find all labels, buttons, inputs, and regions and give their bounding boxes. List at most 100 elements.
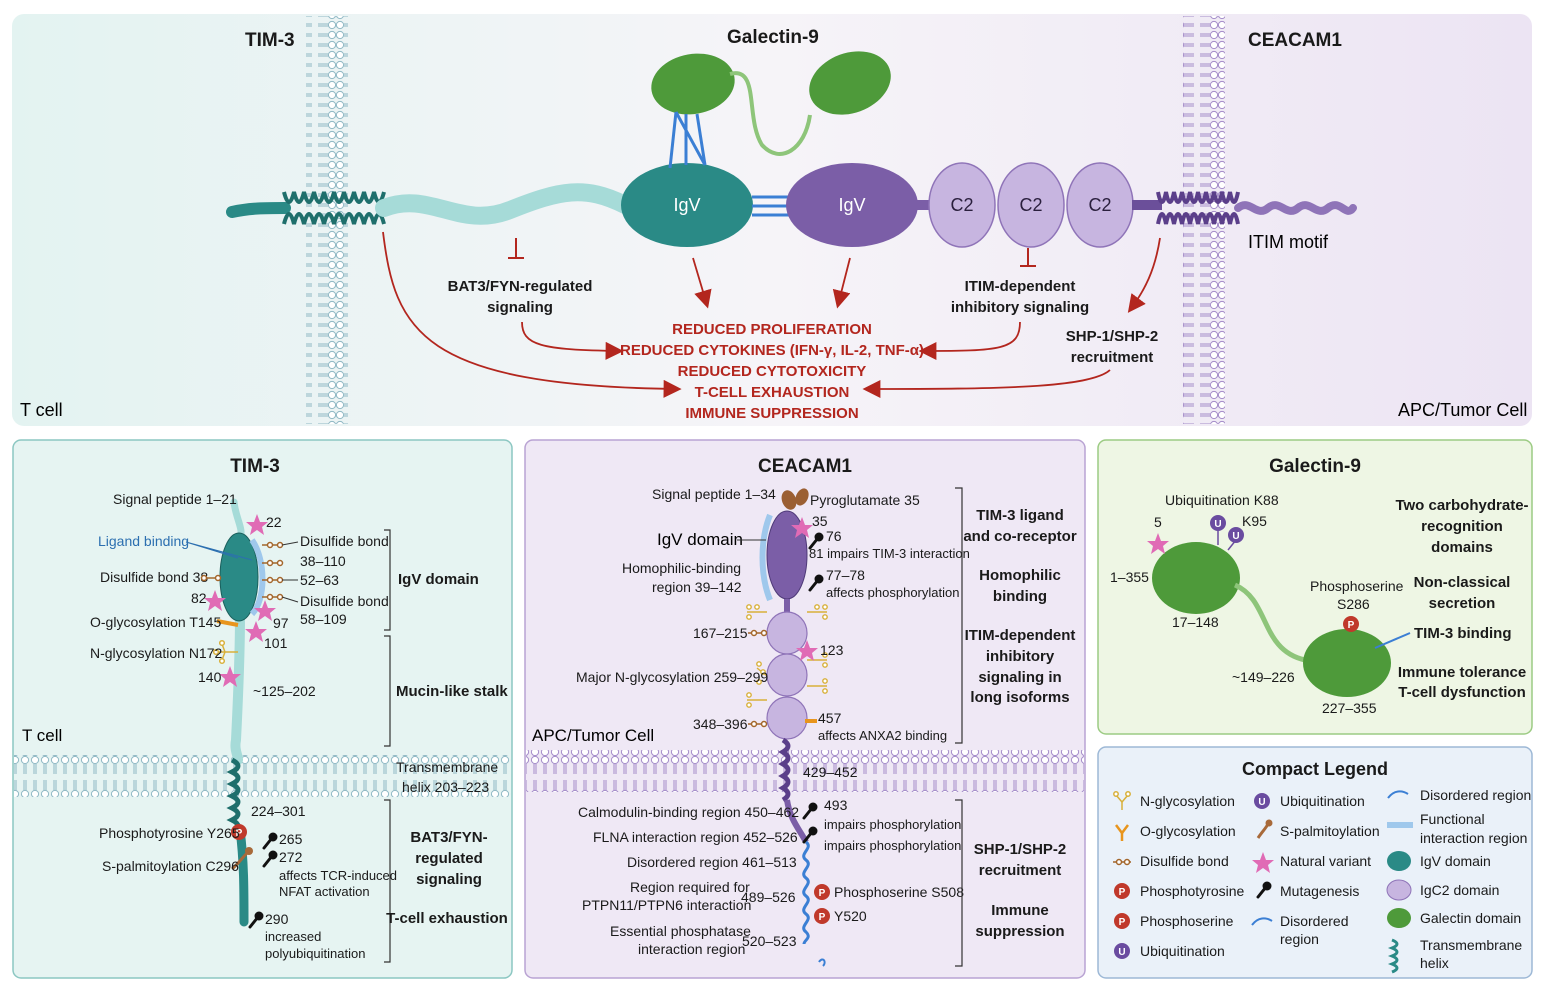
tim3-mut-272: 272 bbox=[279, 849, 303, 865]
ceacam-f3-l2: inhibitory bbox=[986, 648, 1055, 665]
igv-igv-interaction bbox=[752, 195, 790, 217]
galectin-range-227-355: 227–355 bbox=[1322, 700, 1377, 716]
ceacam-f4-l2: recruitment bbox=[979, 862, 1062, 879]
tim3-natural-variants bbox=[204, 514, 276, 687]
ceacam-f3-l3: signaling in bbox=[978, 669, 1061, 686]
galectin-tim3-binding: TIM-3 binding bbox=[1414, 625, 1511, 642]
galectin-range-1-355: 1–355 bbox=[1110, 569, 1149, 585]
itim-inhibit bbox=[1020, 248, 1036, 267]
ceacam-signal-peptide-shape bbox=[781, 490, 797, 510]
tim3-cyto-tail bbox=[226, 202, 291, 218]
ceacam-calmodulin: Calmodulin-binding region 450–462 bbox=[578, 804, 799, 820]
tim3-variant-101: 101 bbox=[264, 635, 288, 651]
tim3-mut-272-note-1: affects TCR-induced bbox=[279, 868, 397, 883]
galectin-crd-2 bbox=[809, 51, 891, 115]
ceacam-variant-35: 35 bbox=[812, 513, 828, 529]
legend-tm-l2: helix bbox=[1420, 955, 1449, 971]
top-apc-label: APC/Tumor Cell bbox=[1398, 400, 1527, 420]
ceacam-req-l2: PTPN11/PTPN6 interaction bbox=[582, 897, 751, 913]
tim3-panel-membrane bbox=[14, 755, 511, 797]
ceacam-ess-l2: interaction region bbox=[638, 941, 745, 957]
ceacam-y520: Y520 bbox=[834, 908, 867, 924]
legend-mutagenesis-icon bbox=[1256, 881, 1272, 899]
galectin-phospho-icon bbox=[1343, 616, 1359, 632]
c2-label-2: C2 bbox=[1019, 195, 1042, 215]
legend-galectin-icon bbox=[1387, 908, 1411, 928]
legend-n-glyc: N-glycosylation bbox=[1140, 793, 1235, 809]
ceacam-homophilic-l1: Homophilic-binding bbox=[622, 560, 741, 576]
c2-label-3: C2 bbox=[1088, 195, 1111, 215]
outcome-4: T-CELL EXHAUSTION bbox=[695, 384, 850, 401]
ceacam-mut-493-note2: impairs phosphorylation bbox=[824, 838, 961, 853]
outcome-1: REDUCED PROLIFERATION bbox=[672, 321, 872, 338]
ceacam-f3-l1: ITIM-dependent bbox=[965, 627, 1076, 644]
ceacam-linker bbox=[916, 200, 934, 210]
tim3-p-letter: P bbox=[236, 828, 243, 839]
ceacam-disordered: Disordered region 461–513 bbox=[627, 854, 797, 870]
tim3-bracket-igv bbox=[384, 529, 391, 631]
ceacam-panel-tm bbox=[778, 737, 791, 803]
tim3-phosphotyrosine-icon bbox=[231, 824, 247, 840]
ceacam-panel-c2-2 bbox=[766, 653, 808, 697]
legend-p-letter-1: P bbox=[1119, 887, 1126, 898]
galectin-f1-l1: Two carbohydrate- bbox=[1395, 497, 1528, 514]
tim3-igv-domain bbox=[621, 163, 753, 247]
galectin-f3-l1: Immune tolerance bbox=[1398, 664, 1526, 681]
galectin-p-letter: P bbox=[1348, 620, 1355, 631]
legend-disordered-icon-1 bbox=[1251, 917, 1273, 926]
galectin-phosphoserine-l2: S286 bbox=[1337, 596, 1370, 612]
tim3-n-glyc-label: N-glycosylation N172 bbox=[90, 645, 222, 661]
galectin-ubiq-icon-1 bbox=[1210, 515, 1226, 531]
legend-nglyc-icon bbox=[1113, 791, 1131, 810]
tim3-igv-label: IgV bbox=[673, 195, 700, 215]
legend-panel: Compact Legend P P U N-glycosylation O-g… bbox=[1097, 746, 1533, 979]
tim3-detail-panel: TIM-3 Signal peptide 1–21 Ligand binding… bbox=[12, 439, 513, 979]
itim-tail bbox=[1234, 201, 1357, 215]
ceacam-range-429-452: 429–452 bbox=[803, 764, 858, 780]
ceacam-range-167-215: 167–215 bbox=[693, 625, 748, 641]
ceacam-phosphotyrosine-icon bbox=[814, 908, 830, 924]
galectin-panel-bg bbox=[1097, 439, 1533, 735]
legend-oglyc-icon bbox=[1115, 824, 1129, 841]
tim3-bat3-l2: regulated bbox=[415, 850, 483, 867]
ceacam-f5-l2: suppression bbox=[975, 923, 1064, 940]
ceacam-panel-c2-1 bbox=[766, 611, 808, 655]
outcome-5: IMMUNE SUPPRESSION bbox=[685, 405, 858, 422]
galectin-crd-1 bbox=[651, 53, 735, 115]
tim3-o-glyc-label: O-glycosylation T145 bbox=[90, 614, 221, 630]
legend-mutagenesis: Mutagenesis bbox=[1280, 883, 1359, 899]
galectin-crd-n bbox=[1152, 542, 1240, 614]
tim3-mucin-stalk bbox=[375, 183, 634, 225]
legend-bg bbox=[1097, 746, 1533, 979]
legend-ubiquitination: Ubiquitination bbox=[1140, 943, 1225, 959]
top-tim3-title: TIM-3 bbox=[245, 30, 295, 51]
outcome-2: REDUCED CYTOKINES (IFN-γ, IL-2, TNF-α) bbox=[620, 342, 924, 359]
legend-disulfide-icon bbox=[1113, 858, 1131, 866]
tim3-disulfide-icons bbox=[200, 541, 284, 601]
ceacam-bracket-ecto bbox=[955, 487, 963, 744]
galectin-f2-l2: secretion bbox=[1429, 595, 1496, 612]
ceacam-mut-457-note: affects ANXA2 binding bbox=[818, 728, 947, 743]
galectin-u-letter-2: U bbox=[1232, 531, 1239, 542]
ceacam-tail-end bbox=[818, 958, 826, 967]
ceacam-mut-77-78: 77–78 bbox=[826, 567, 865, 583]
ceacam-f2-l1: Homophilic bbox=[979, 567, 1061, 584]
legend-disordered-region: Disordered region bbox=[1420, 787, 1531, 803]
ceacam-pyroglutamate: Pyroglutamate 35 bbox=[810, 492, 920, 508]
tim3-mut-265: 265 bbox=[279, 831, 303, 847]
tim3-bracket-mucin bbox=[384, 635, 391, 747]
ceacam-disordered-tail bbox=[802, 840, 810, 945]
legend-phosphotyrosine-icon bbox=[1114, 883, 1130, 899]
legend-tm-l1: Transmembrane bbox=[1420, 937, 1522, 953]
top-ceacam-title: CEACAM1 bbox=[1248, 30, 1342, 51]
tim3-bat3-l1: BAT3/FYN- bbox=[410, 829, 487, 846]
tim3-mut-290-note-2: polyubiquitination bbox=[265, 946, 365, 961]
galectin-variant-5: 5 bbox=[1154, 514, 1162, 530]
galectin-phosphoserine-l1: Phosphoserine bbox=[1310, 578, 1404, 594]
itim-motif-label: ITIM motif bbox=[1248, 232, 1329, 252]
itim-dep-label-line2: inhibitory signaling bbox=[951, 299, 1089, 316]
tim3-bracket-cyto bbox=[384, 799, 391, 963]
tim3-panel-bg bbox=[12, 439, 513, 979]
ceacam-mutagenesis-icons bbox=[802, 532, 824, 844]
